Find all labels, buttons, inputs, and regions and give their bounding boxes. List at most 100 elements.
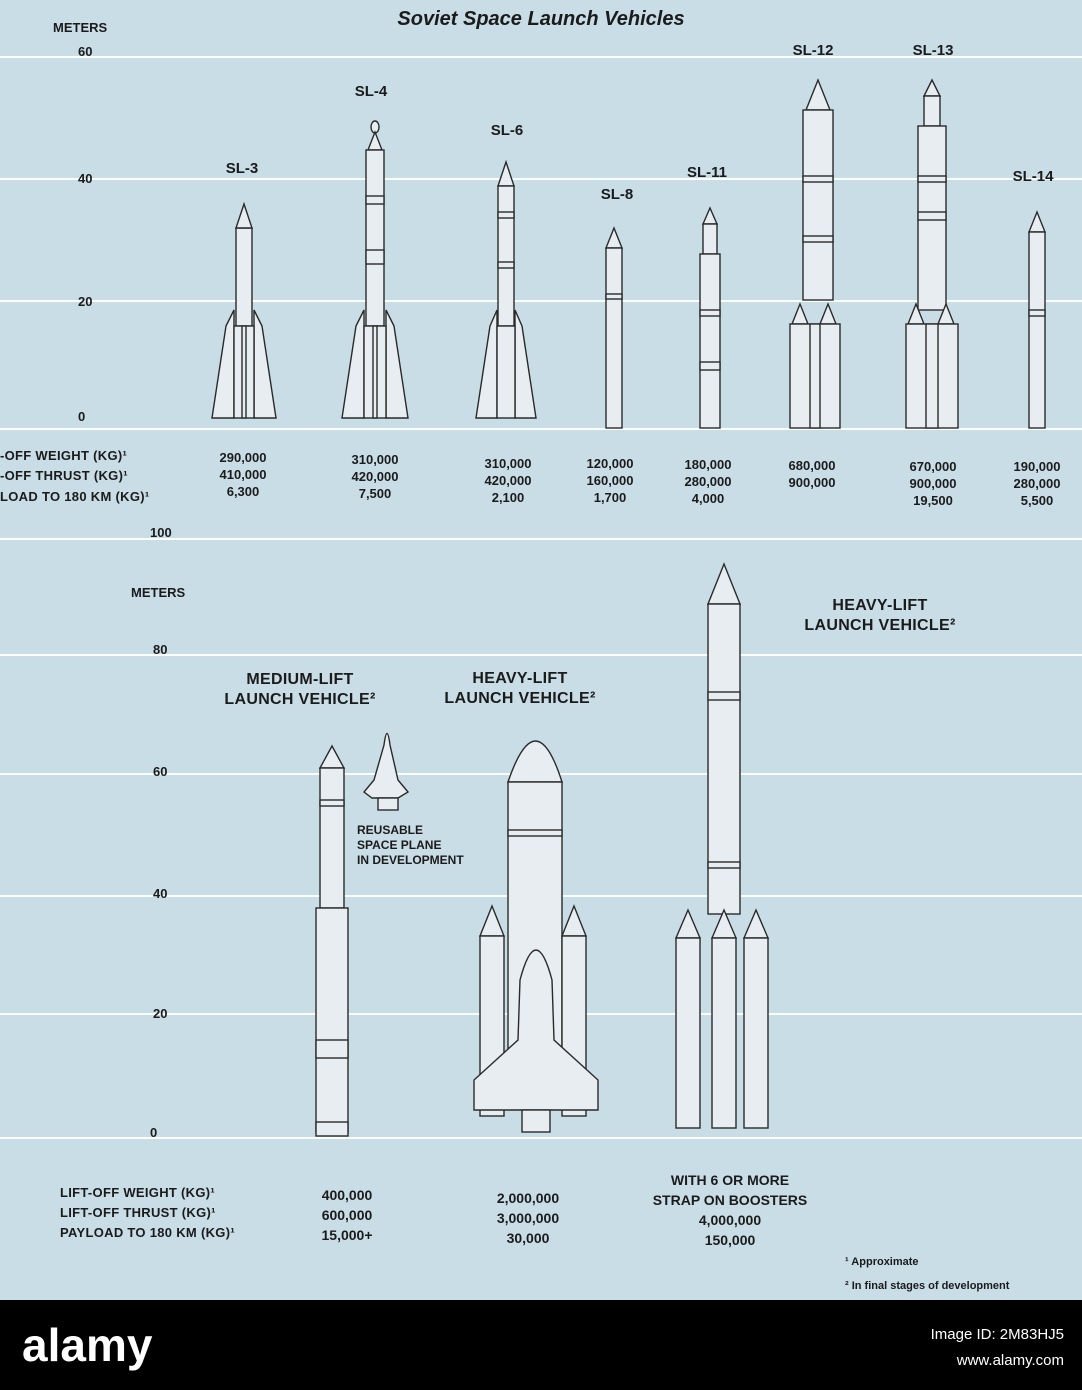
alamy-logo: alamy bbox=[22, 1319, 153, 1371]
stat-sl12: 680,000 900,000 bbox=[772, 457, 852, 491]
gridline bbox=[0, 428, 1082, 430]
stat-sl4: 310,000 420,000 7,500 bbox=[335, 451, 415, 502]
stat-payload: 1,700 bbox=[593, 490, 627, 505]
space-plane-note: REUSABLE SPACE PLANE IN DEVELOPMENT bbox=[357, 823, 464, 868]
sl4-rocket-drawing bbox=[341, 120, 409, 419]
bottom-axis-tick: 80 bbox=[153, 642, 168, 657]
stat-payload: 5,500 bbox=[1020, 493, 1054, 508]
stat-weight: 2,000,000 bbox=[496, 1190, 560, 1206]
stat-medium-lift: 400,000 600,000 15,000+ bbox=[302, 1185, 392, 1245]
stat-weight: 120,000 bbox=[586, 456, 634, 471]
stat-weight: 310,000 bbox=[351, 452, 399, 467]
stat-note: WITH 6 OR MORE bbox=[670, 1172, 790, 1188]
stat-thrust: 4,000,000 bbox=[698, 1212, 762, 1228]
shuttle-label-line2: LAUNCH VEHICLE² bbox=[444, 690, 596, 707]
heavy-lift-label: HEAVY-LIFT LAUNCH VEHICLE² bbox=[780, 596, 980, 636]
top-axis-tick: 20 bbox=[78, 294, 93, 309]
shuttle-stack-drawing bbox=[473, 740, 599, 1133]
stat-thrust: 280,000 bbox=[684, 474, 732, 489]
stat-sl3: 290,000 410,000 6,300 bbox=[203, 449, 283, 500]
gridline bbox=[0, 538, 1082, 540]
stat-payload: 2,100 bbox=[491, 490, 525, 505]
top-axis-unit: METERS bbox=[53, 20, 108, 35]
stat-weight: 400,000 bbox=[321, 1187, 373, 1203]
stat-payload: 7,500 bbox=[358, 486, 392, 501]
stat-weight: 180,000 bbox=[684, 457, 732, 472]
stock-info-bar bbox=[0, 1300, 1082, 1390]
stat-payload: 6,300 bbox=[226, 484, 260, 499]
chart-slide: Soviet Space Launch Vehicles METERS 60 4… bbox=[0, 0, 1082, 1300]
vehicle-name-sl12: SL-12 bbox=[792, 42, 834, 59]
bottom-row-label: LIFT-OFF THRUST (KG)¹ bbox=[60, 1205, 216, 1220]
stat-thrust: 420,000 bbox=[351, 469, 399, 484]
space-plane-drawing bbox=[362, 732, 410, 811]
top-row-label: -OFF WEIGHT (KG)¹ bbox=[0, 448, 128, 463]
stat-payload: 19,500 bbox=[913, 493, 953, 508]
space-plane-note-line: REUSABLE bbox=[357, 823, 424, 837]
top-row-label: LOAD TO 180 KM (KG)¹ bbox=[0, 489, 150, 504]
vehicle-name-sl13: SL-13 bbox=[912, 42, 954, 59]
bottom-axis-tick: 40 bbox=[153, 886, 168, 901]
bottom-axis-tick: 100 bbox=[150, 525, 172, 540]
stat-thrust: 420,000 bbox=[484, 473, 532, 488]
stat-heavy-lift: WITH 6 OR MORE STRAP ON BOOSTERS 4,000,0… bbox=[630, 1170, 830, 1250]
image-id: Image ID: 2M83HJ5 bbox=[930, 1326, 1064, 1343]
space-plane-note-line: IN DEVELOPMENT bbox=[357, 853, 464, 867]
medium-lift-label-line1: MEDIUM-LIFT bbox=[246, 671, 354, 688]
gridline bbox=[0, 178, 1082, 180]
gridline bbox=[0, 654, 1082, 656]
stat-weight: 680,000 bbox=[788, 458, 836, 473]
stat-weight: 670,000 bbox=[909, 459, 957, 474]
stat-shuttle: 2,000,000 3,000,000 30,000 bbox=[478, 1188, 578, 1248]
stat-payload: 4,000 bbox=[691, 491, 725, 506]
bottom-axis-tick: 60 bbox=[153, 764, 168, 779]
stat-thrust: 600,000 bbox=[321, 1207, 373, 1223]
stat-payload: 15,000+ bbox=[321, 1227, 373, 1243]
stat-sl8: 120,000 160,000 1,700 bbox=[570, 455, 650, 506]
vehicle-name-sl11: SL-11 bbox=[686, 164, 728, 181]
medium-lift-label: MEDIUM-LIFT LAUNCH VEHICLE² bbox=[200, 670, 400, 710]
stat-payload: 150,000 bbox=[704, 1232, 756, 1248]
stat-thrust: 280,000 bbox=[1013, 476, 1061, 491]
gridline bbox=[0, 1137, 1082, 1139]
stat-thrust: 160,000 bbox=[586, 473, 634, 488]
footnote: ² In final stages of development bbox=[845, 1280, 1010, 1292]
sl3-rocket-drawing bbox=[211, 201, 277, 419]
top-axis-tick: 40 bbox=[78, 171, 93, 186]
vehicle-name-sl4: SL-4 bbox=[354, 83, 388, 100]
space-plane-note-line: SPACE PLANE bbox=[357, 838, 442, 852]
vehicle-name-sl14: SL-14 bbox=[1012, 168, 1054, 185]
medium-lift-label-line2: LAUNCH VEHICLE² bbox=[224, 691, 376, 708]
stat-thrust: 410,000 bbox=[219, 467, 267, 482]
gridline bbox=[0, 56, 1082, 58]
image-url: www.alamy.com bbox=[956, 1352, 1064, 1369]
footnote: ¹ Approximate bbox=[845, 1256, 919, 1268]
bottom-axis-tick: 20 bbox=[153, 1006, 168, 1021]
sl8-rocket-drawing bbox=[604, 226, 624, 429]
stat-thrust: 3,000,000 bbox=[496, 1210, 560, 1226]
stat-weight: 290,000 bbox=[219, 450, 267, 465]
top-row-label: -OFF THRUST (KG)¹ bbox=[0, 468, 128, 483]
shuttle-label-line1: HEAVY-LIFT bbox=[472, 670, 568, 687]
launch-vehicle-drawings bbox=[211, 78, 1047, 1137]
sl12-rocket-drawing bbox=[789, 78, 841, 429]
stat-payload: 30,000 bbox=[506, 1230, 550, 1246]
chart-title: Soviet Space Launch Vehicles bbox=[397, 8, 685, 30]
stat-weight: 190,000 bbox=[1013, 459, 1061, 474]
bottom-row-label: PAYLOAD TO 180 KM (KG)¹ bbox=[60, 1225, 235, 1240]
bottom-axis-tick: 0 bbox=[150, 1125, 158, 1140]
stat-thrust: 900,000 bbox=[909, 476, 957, 491]
heavy-lift-label-line1: HEAVY-LIFT bbox=[832, 597, 928, 614]
heavy-lift-rocket-drawing bbox=[674, 562, 770, 1129]
vehicle-name-sl6: SL-6 bbox=[490, 122, 524, 139]
sl13-rocket-drawing bbox=[905, 78, 959, 429]
sl14-rocket-drawing bbox=[1027, 210, 1047, 429]
stat-weight: 310,000 bbox=[484, 456, 532, 471]
shuttle-label: HEAVY-LIFT LAUNCH VEHICLE² bbox=[420, 669, 620, 709]
stat-sl11: 180,000 280,000 4,000 bbox=[668, 456, 748, 507]
vehicle-name-sl3: SL-3 bbox=[225, 160, 259, 177]
stat-note: STRAP ON BOOSTERS bbox=[652, 1192, 808, 1208]
medium-lift-rocket-drawing bbox=[315, 744, 349, 1137]
stat-sl14: 190,000 280,000 5,500 bbox=[997, 458, 1077, 509]
